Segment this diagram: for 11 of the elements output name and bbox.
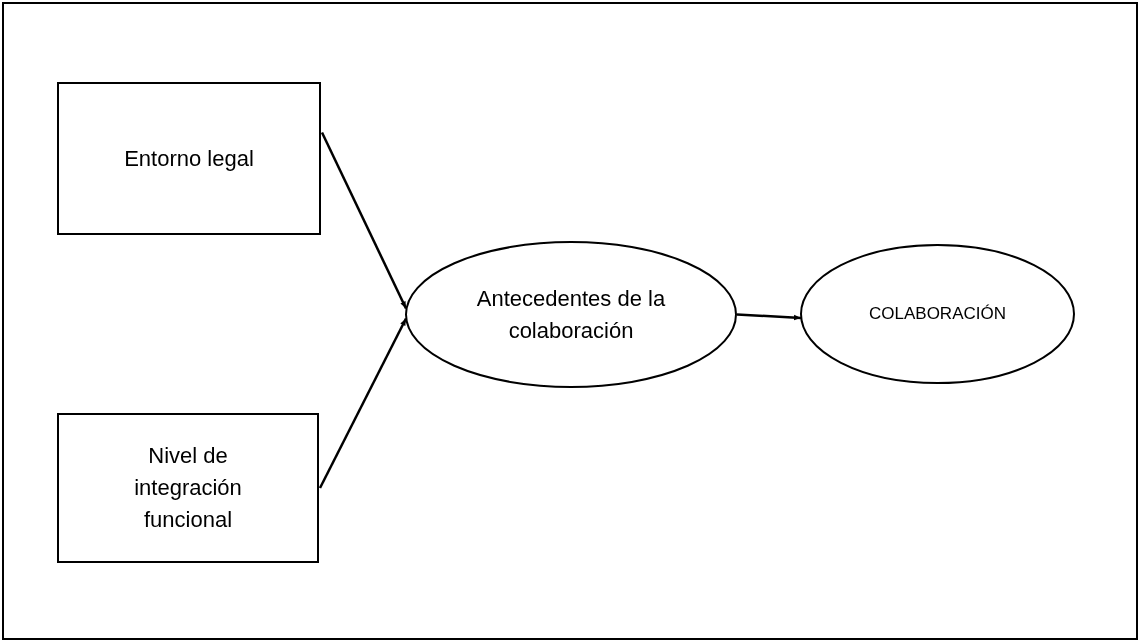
process-box [57, 82, 321, 235]
ellipse-node [800, 244, 1075, 384]
node-label: Nivel de integración funcional [133, 442, 243, 534]
process-box [57, 413, 319, 563]
arrow [320, 131, 408, 310]
node-label: Antecedentes de la colaboración [476, 284, 666, 345]
ellipse-node [405, 241, 737, 388]
arrow [318, 317, 408, 489]
node-label: Entorno legal [124, 144, 254, 173]
arrow [736, 313, 802, 321]
node-label: COLABORACIÓN [869, 302, 1006, 325]
